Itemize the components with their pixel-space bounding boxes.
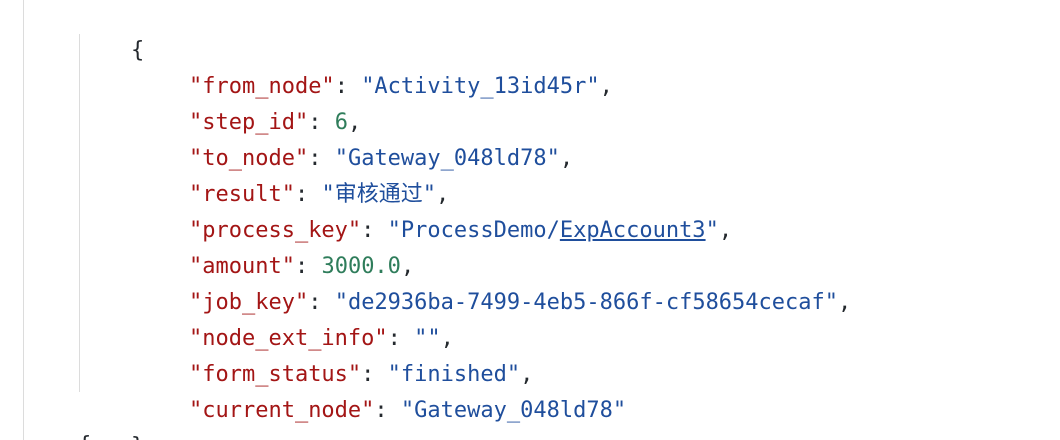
json-line: "amount": 3000.0, (136, 213, 414, 279)
close-brace-text: }, (131, 434, 158, 440)
separator: : (334, 74, 362, 99)
json-value: "" (414, 326, 441, 351)
separator: : (308, 290, 335, 315)
trailing-comma: , (400, 254, 415, 279)
separator: : (308, 110, 335, 135)
trailing-comma: , (347, 110, 362, 135)
json-line: "job_key": "de2936ba-7499-4eb5-866f-cf58… (136, 249, 851, 315)
trailing-comma: , (599, 74, 613, 99)
separator: : (308, 146, 335, 171)
trailing-comma: , (838, 290, 852, 315)
separator: : (387, 326, 415, 351)
separator: : (374, 398, 401, 423)
json-value-prefix: "ProcessDemo/ (387, 218, 560, 243)
json-key: "step_id" (188, 110, 309, 135)
close-brace: }, (78, 393, 158, 440)
json-line: "node_ext_info": "", (136, 285, 454, 351)
json-key: "form_status" (188, 362, 362, 387)
separator: : (294, 254, 322, 279)
json-value: "de2936ba-7499-4eb5-866f-cf58654cecaf" (334, 290, 839, 315)
json-value: "Gateway_048ld78" (334, 146, 560, 171)
trailing-comma: , (440, 326, 454, 351)
json-key: "from_node" (188, 74, 335, 99)
json-value-link[interactable]: ExpAccount3 (559, 218, 706, 243)
json-key: "amount" (188, 254, 295, 279)
trailing-comma: , (718, 218, 733, 243)
json-value: "finished" (387, 362, 521, 387)
indent-guide-outer (23, 0, 24, 440)
json-value: 6 (334, 110, 348, 135)
trailing-comma: , (520, 362, 534, 387)
json-key: "current_node" (188, 398, 375, 423)
open-brace-text: { (130, 38, 145, 63)
json-line: "current_node": "Gateway_048ld78" (136, 357, 626, 423)
json-value: "审核通过" (321, 182, 436, 207)
json-line: "step_id": 6, (136, 69, 361, 135)
json-value: "Activity_13id45r" (361, 74, 600, 99)
separator: : (361, 218, 388, 243)
next-open-brace-text: { (78, 433, 90, 440)
separator: : (294, 182, 322, 207)
indent-guide-inner (79, 34, 80, 392)
json-key: "job_key" (188, 290, 309, 315)
json-value: 3000.0 (321, 254, 401, 279)
json-line: "process_key": "ProcessDemo/ExpAccount3"… (136, 177, 732, 243)
json-line: "result": "审核通过", (136, 141, 449, 207)
json-line: "form_status": "finished", (136, 321, 533, 387)
json-line: "to_node": "Gateway_048ld78", (136, 105, 573, 171)
json-key: "node_ext_info" (188, 326, 388, 351)
json-key: "result" (188, 182, 295, 207)
json-value: "Gateway_048ld78" (400, 398, 627, 423)
trailing-comma: , (559, 146, 574, 171)
separator: : (361, 362, 388, 387)
json-key: "to_node" (188, 146, 309, 171)
open-brace: { (78, 0, 144, 63)
json-value-suffix: " (705, 218, 719, 243)
trailing-comma: , (435, 182, 450, 207)
json-key: "process_key" (188, 218, 362, 243)
next-open-brace: { (78, 428, 90, 440)
json-line: "from_node": "Activity_13id45r", (136, 33, 613, 99)
